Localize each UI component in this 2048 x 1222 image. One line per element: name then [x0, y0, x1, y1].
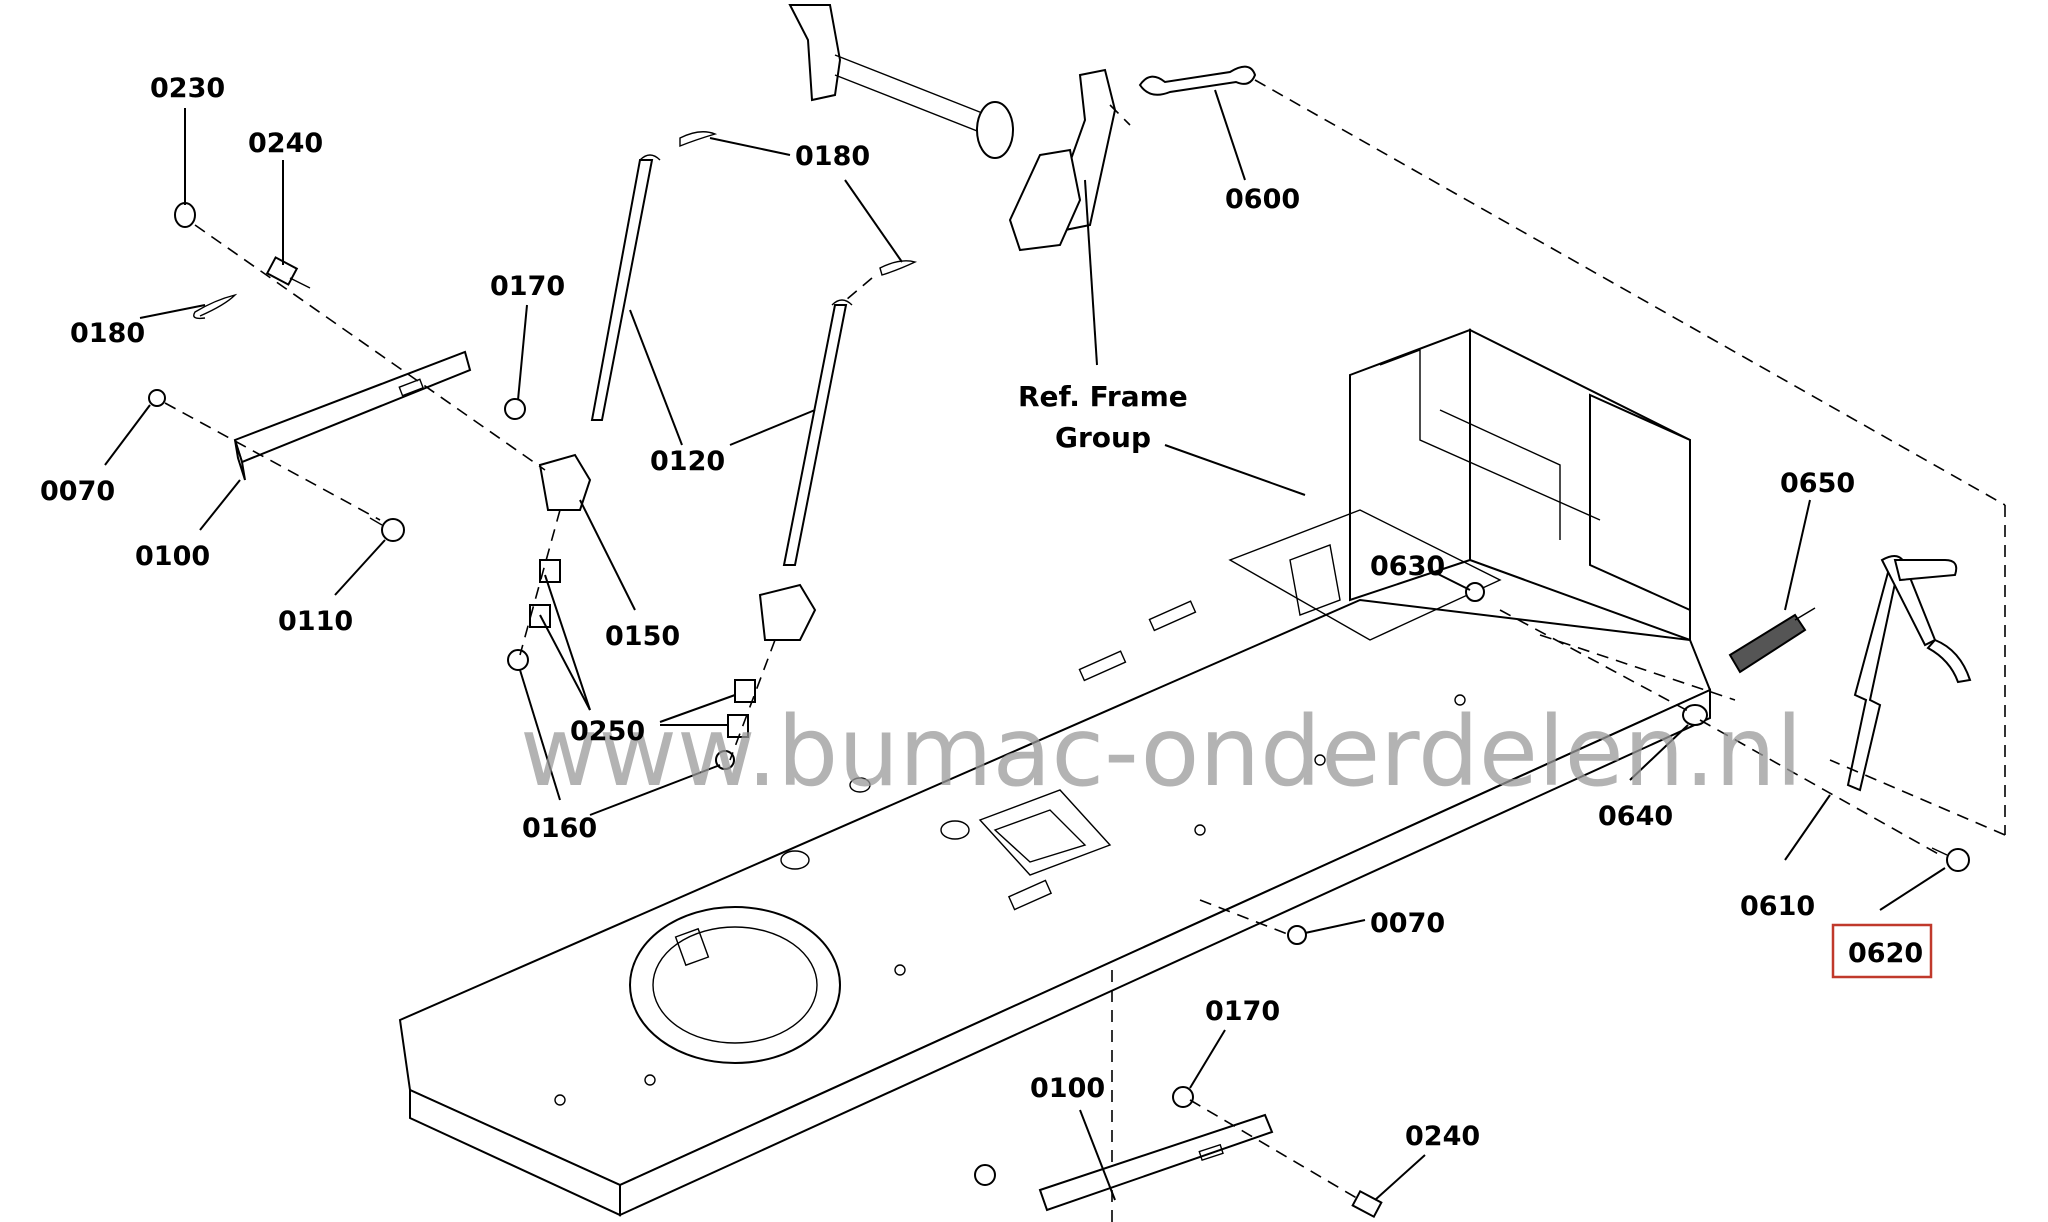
label-0240-top: 0240	[248, 128, 323, 159]
highlight-0620	[1831, 923, 1933, 979]
leader-lines	[104, 89, 1946, 1201]
part-0150-right	[758, 583, 817, 641]
part-0160-left	[507, 649, 529, 671]
lift-shaft-assembly	[788, 4, 1131, 252]
part-0110-bottom	[974, 1164, 996, 1186]
part-0180-mid	[879, 260, 918, 276]
label-0240-bottom: 0240	[1405, 1121, 1480, 1152]
lift-links-0120	[590, 131, 918, 770]
part-0150-left	[538, 453, 592, 511]
label-0180-left: 0180	[70, 318, 145, 349]
label-ref-frame: Ref. Frame	[1018, 380, 1188, 413]
part-0100-left	[233, 350, 472, 464]
label-0100-bottom: 0100	[1030, 1073, 1105, 1104]
part-0620	[1931, 847, 1970, 872]
part-0110	[369, 517, 405, 542]
part-0630	[1465, 582, 1485, 602]
label-0170-bottom: 0170	[1205, 996, 1280, 1027]
part-0180-top	[679, 131, 718, 148]
label-0100-left: 0100	[135, 541, 210, 572]
part-0070-right	[1287, 925, 1307, 945]
label-0630: 0630	[1370, 551, 1445, 582]
label-0160: 0160	[522, 813, 597, 844]
label-0120: 0120	[650, 446, 725, 477]
part-0100-bottom	[1038, 1113, 1274, 1212]
part-0650	[1728, 607, 1816, 674]
label-0170-top: 0170	[490, 271, 565, 302]
part-labels: 0230 0240 0180 0170 0070 0100 0110 0150 …	[40, 73, 1933, 1152]
right-handle-assembly	[1199, 79, 2006, 945]
part-0170-left	[504, 398, 526, 420]
bottom-hanger-assembly	[974, 970, 1383, 1222]
part-0070-left	[148, 389, 166, 407]
label-0070-right: 0070	[1370, 908, 1445, 939]
label-0070-left: 0070	[40, 476, 115, 507]
part-0250-right-a	[734, 679, 756, 703]
label-0230: 0230	[150, 73, 225, 104]
label-0600: 0600	[1225, 184, 1300, 215]
label-ref-group: Group	[1055, 421, 1151, 454]
part-0230	[174, 202, 196, 228]
part-0240-bottom	[1351, 1189, 1383, 1219]
label-0180-top: 0180	[795, 141, 870, 172]
part-0170-bottom	[1172, 1086, 1194, 1108]
part-0180-left	[193, 293, 238, 320]
label-0650: 0650	[1780, 468, 1855, 499]
label-0610: 0610	[1740, 891, 1815, 922]
part-0240-left	[265, 256, 311, 289]
part-0600	[1138, 65, 1257, 96]
frame-group	[398, 328, 1712, 1217]
left-hanger-assembly	[148, 202, 592, 671]
label-0110: 0110	[278, 606, 353, 637]
part-0160-right	[715, 750, 735, 770]
part-0610	[1846, 555, 1972, 792]
label-0620: 0620	[1848, 938, 1923, 969]
label-0640: 0640	[1598, 801, 1673, 832]
label-0150: 0150	[605, 621, 680, 652]
label-0250: 0250	[570, 716, 645, 747]
watermark: www.bumac-onderdelen.nl	[520, 696, 1803, 808]
